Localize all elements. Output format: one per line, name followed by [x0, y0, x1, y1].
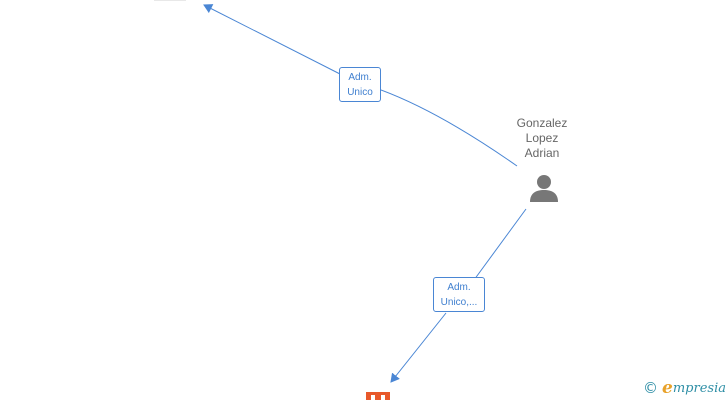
person-name[interactable]: Gonzalez Lopez Adrian — [502, 116, 582, 161]
edge-label-line: Adm. — [447, 282, 471, 293]
person-name-line: Adrian — [524, 146, 560, 160]
copyright-icon: © — [643, 379, 659, 397]
top-company-node[interactable] — [154, 0, 186, 1]
edge-person-to-bottom-company — [391, 208, 527, 382]
person-name-line: Gonzalez — [516, 116, 568, 130]
person-icon[interactable] — [528, 172, 560, 204]
edge-label-adm-unico-more[interactable]: Adm. Unico,... — [433, 277, 485, 312]
empresia-logo: © e mpresia — [643, 378, 726, 398]
edge-person-to-top-company — [204, 5, 518, 167]
edge-label-line: Adm. — [348, 72, 372, 83]
edge-label-adm-unico[interactable]: Adm. Unico — [339, 67, 381, 102]
person-name-line: Lopez — [525, 131, 559, 145]
edge-label-line: Unico — [347, 87, 373, 98]
building-icon[interactable] — [366, 392, 390, 400]
edge-label-line: Unico,... — [440, 297, 478, 308]
logo-word: mpresia — [672, 380, 726, 396]
logo-e-letter: e — [662, 378, 673, 398]
